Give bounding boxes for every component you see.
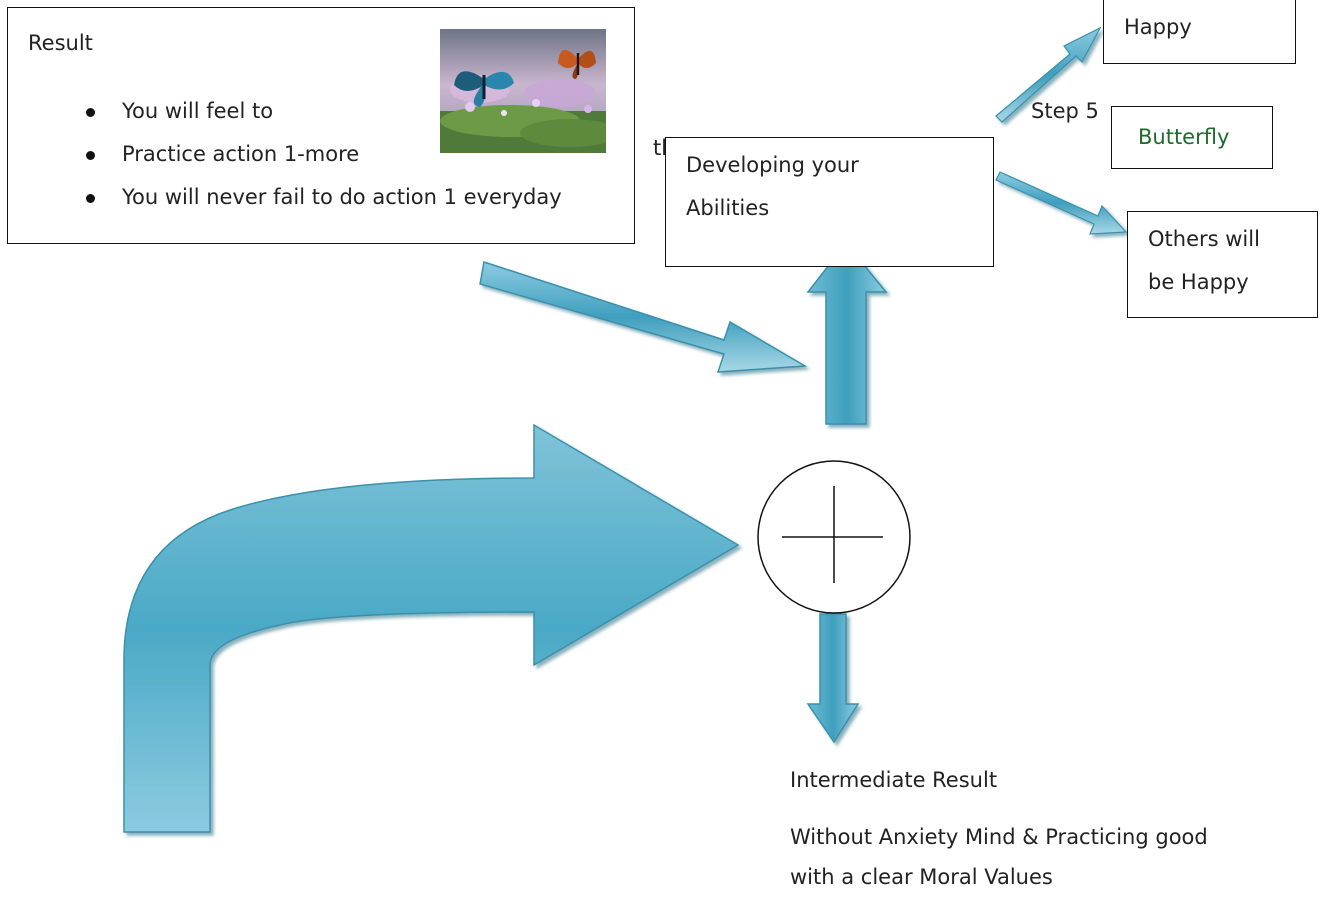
list-item: You will feel to [78,90,562,133]
others-happy-box: Others will be Happy [1127,211,1318,318]
down-arrow-to-result [806,613,860,744]
intermediate-line-1: Without Anxiety Mind & Practicing good [790,825,1208,849]
butterfly-image [440,29,606,153]
list-item: Practice action 1-more [78,133,562,176]
others-line-2: be Happy [1148,270,1249,294]
arrow-to-others [995,171,1128,235]
happy-box: Happy [1103,0,1296,64]
up-arrow-to-developing [806,241,888,425]
list-item: You will never fail to do action 1 every… [78,176,562,219]
developing-line-1: Developing your [686,153,859,177]
result-bullet-list: You will feel to Practice action 1-more … [78,90,562,219]
others-line-1: Others will [1148,227,1260,251]
result-title: Result [28,31,93,55]
big-curved-arrow [123,423,740,833]
orange-butterfly-icon [558,49,596,79]
diagonal-arrow-to-node [479,261,808,373]
intermediate-line-2: with a clear Moral Values [790,865,1053,889]
arrow-to-happy [995,26,1102,123]
developing-line-2: Abilities [686,196,770,220]
happy-label: Happy [1124,15,1192,39]
blue-butterfly-icon [454,71,514,107]
developing-abilities-box: Developing your Abilities [665,137,994,267]
intermediate-title: Intermediate Result [790,768,998,792]
result-box: Result You will feel to Practice action … [7,7,687,244]
butterfly-label: Butterfly [1138,125,1230,149]
butterfly-label-box: Butterfly [1111,106,1273,169]
step-label: Step 5 [1031,99,1099,123]
